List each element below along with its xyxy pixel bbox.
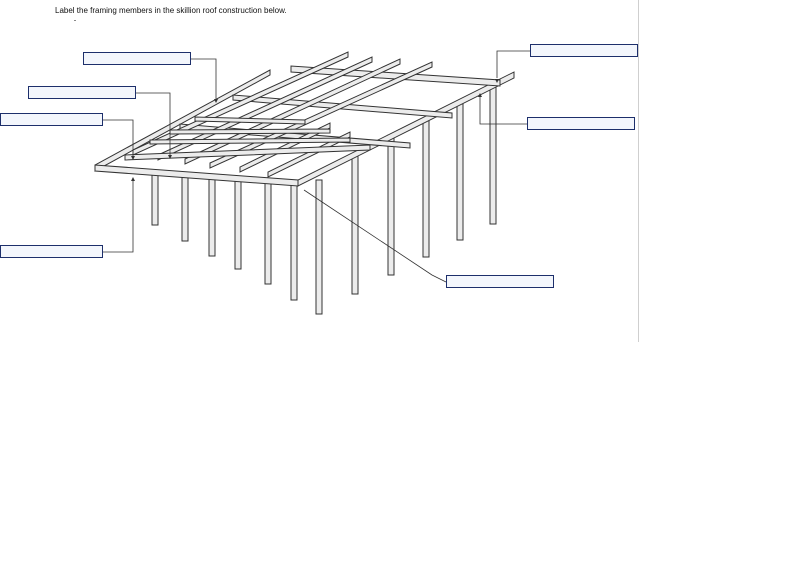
front-beam [94,164,299,187]
leader-line [102,180,134,253]
stray-mark [74,20,76,21]
answer-box[interactable] [527,117,635,130]
post [422,119,430,258]
answer-box[interactable] [0,113,103,126]
post [489,85,497,225]
post [264,179,272,285]
batten [149,137,351,145]
rafter [184,58,401,165]
post [234,179,242,270]
batten [124,144,371,161]
arrow-head [131,156,135,160]
answer-box[interactable] [28,86,136,99]
post [181,174,189,242]
batten [194,116,306,125]
instruction-text: Label the framing members in the skillio… [55,6,287,15]
rafter [267,131,351,178]
arrow-head [131,177,135,181]
arrow-head [168,155,172,159]
batten [169,128,331,135]
post [387,134,395,276]
answer-box[interactable] [83,52,191,65]
arrow-head [214,99,218,103]
answer-box[interactable] [446,275,554,288]
skillion-roof-drawing [94,50,530,315]
leader-line [190,58,217,100]
leader-line [303,189,447,283]
worksheet: Label the framing members in the skillio… [0,0,639,342]
post [456,103,464,241]
arrow-head [495,79,499,83]
leader-line [496,50,530,78]
post [208,177,216,257]
rafter [239,122,331,173]
leader-line [135,92,171,156]
arrow-head [478,93,482,97]
post [351,154,359,295]
post [290,184,298,301]
answer-box[interactable] [0,245,103,258]
answer-box[interactable] [530,44,638,57]
leader-line [102,119,134,157]
post [315,179,323,315]
post [151,174,159,226]
leader-line [479,96,527,125]
